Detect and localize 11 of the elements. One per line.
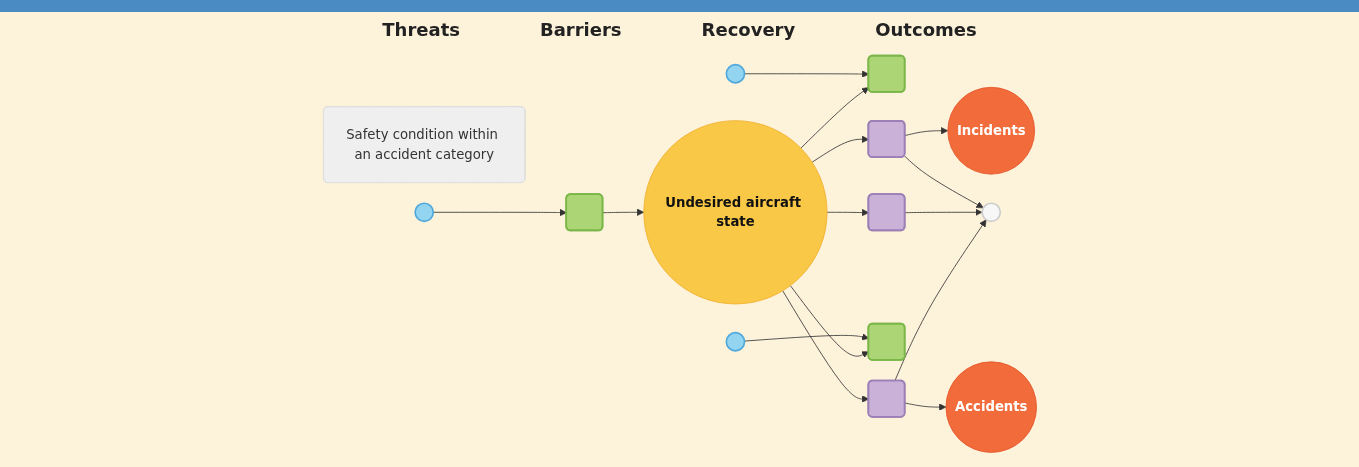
- column-heading: Recovery: [701, 18, 796, 40]
- node-circle: [725, 331, 745, 352]
- column-heading: Barriers: [540, 18, 622, 40]
- node-circle: [980, 201, 1001, 222]
- node-circle: [725, 63, 745, 84]
- node-circle: [413, 201, 434, 222]
- node-circle: Undesired aircraft state: [642, 119, 827, 304]
- node-circle: Accidents: [945, 360, 1037, 453]
- node-circle: Incidents: [946, 86, 1035, 175]
- column-heading: Threats: [382, 18, 460, 40]
- column-heading: Outcomes: [875, 18, 977, 40]
